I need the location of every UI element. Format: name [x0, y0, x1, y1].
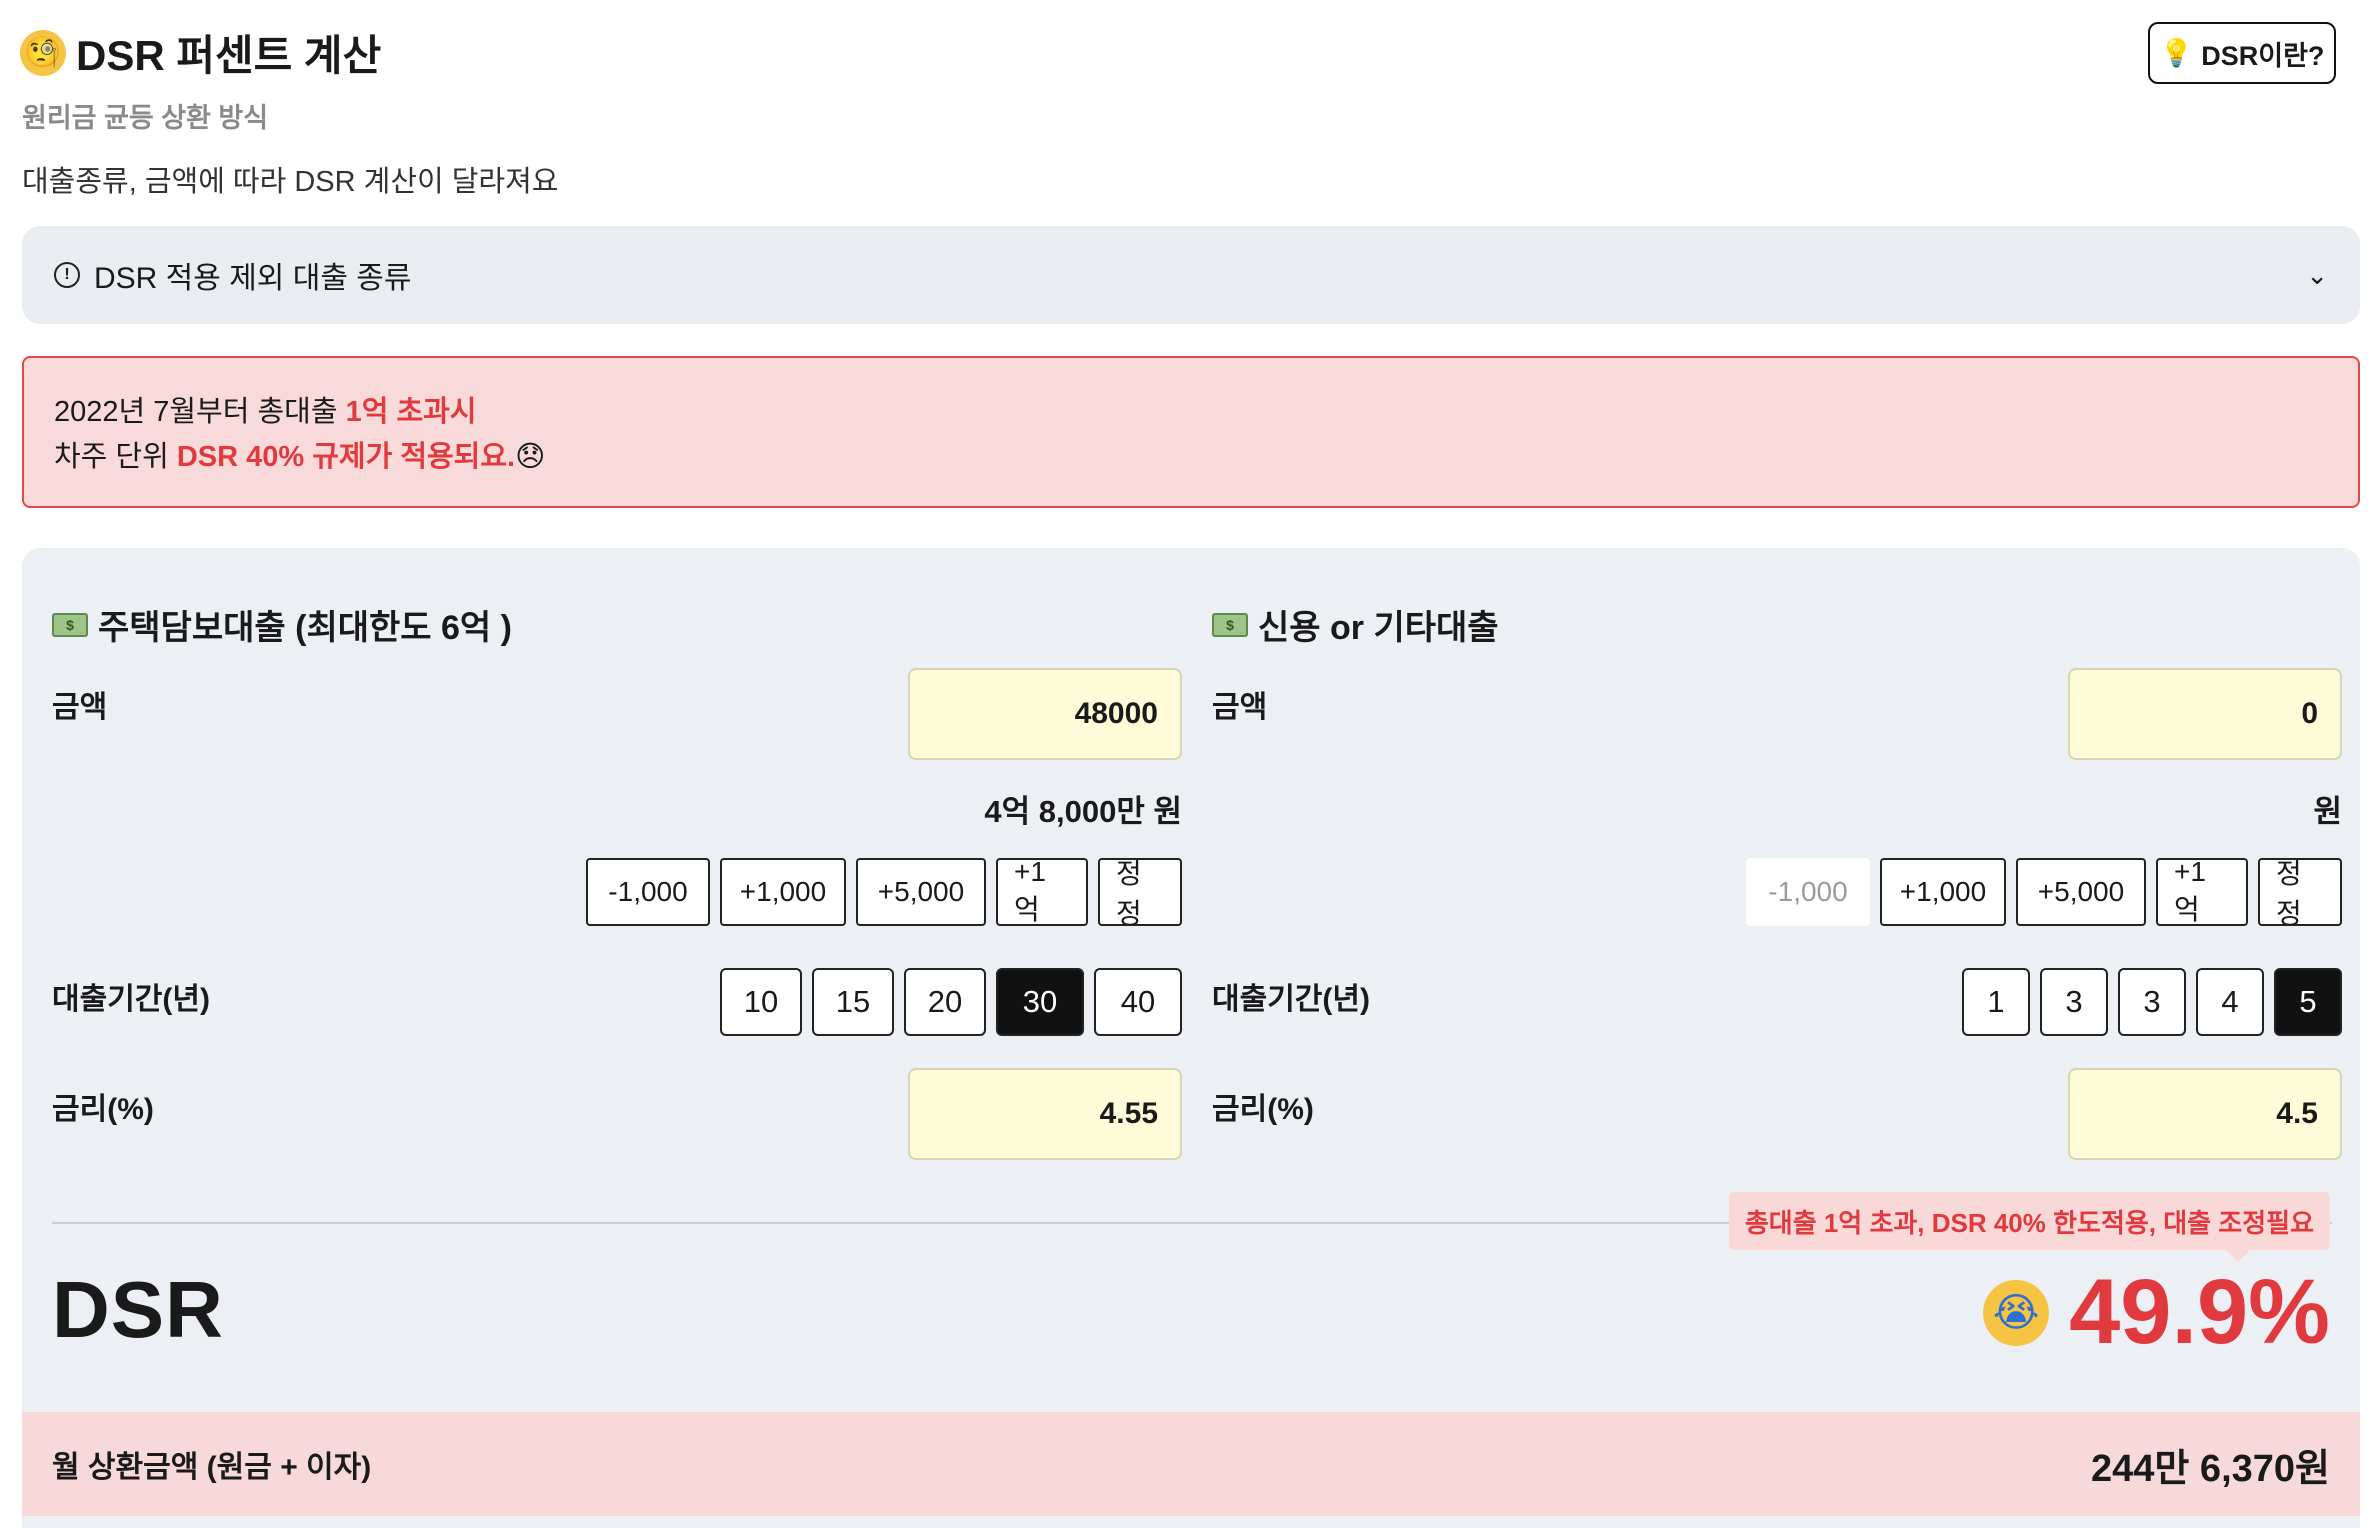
dsr-warning-tooltip: 총대출 1억 초과, DSR 40% 한도적용, 대출 조정필요 — [1728, 1192, 2330, 1262]
calculator-panel: $ 주택담보대출 (최대한도 6억 ) 금액 48000 4억 8,000만 원… — [22, 548, 2360, 1528]
reset-button[interactable]: 정정 — [1098, 858, 1182, 929]
mortgage-term-buttons: 10 15 20 30 40 — [720, 968, 1182, 1036]
term-4-button[interactable]: 4 — [2196, 968, 2264, 1036]
mortgage-adjust-buttons: -1,000 +1,000 +5,000 +1억 정정 — [586, 856, 1182, 929]
mortgage-title-text: 주택담보대출 (최대한도 6억 ) — [98, 609, 512, 647]
what-is-dsr-button[interactable]: 💡 DSR이란? — [2148, 22, 2336, 84]
dollar-bill-icon: $ — [52, 612, 88, 637]
mortgage-amount-label: 금액 — [52, 691, 108, 724]
monthly-payment-label: 월 상환금액 (원금 + 이자) — [52, 1451, 372, 1484]
plus-1000-button[interactable]: +1,000 — [1880, 858, 2006, 926]
dsr-label: DSR — [52, 1265, 224, 1354]
credit-amount-input[interactable]: 0 — [2068, 668, 2342, 760]
chevron-down-icon: ⌄ — [2306, 259, 2328, 290]
lightbulb-icon: 💡 — [2159, 38, 2194, 68]
credit-rate-label: 금리(%) — [1212, 1093, 1314, 1126]
term-15-button[interactable]: 15 — [812, 968, 894, 1036]
notice-line-2-highlight: DSR 40% 규제가 적용되요. — [176, 441, 516, 473]
notice-line-2: 차주 단위 DSR 40% 규제가 적용되요.😞 — [54, 435, 2328, 480]
mortgage-amount-input[interactable]: 48000 — [908, 668, 1182, 760]
plus-100m-button[interactable]: +1억 — [2156, 856, 2248, 926]
plus-100m-button[interactable]: +1억 — [996, 856, 1088, 926]
page-subtitle: 원리금 균등 상환 방식 — [22, 103, 269, 133]
mortgage-term-label: 대출기간(년) — [52, 983, 210, 1016]
notice-line-1-highlight: 1억 초과시 — [345, 396, 477, 428]
dsr-result: 😭 49.9% — [1983, 1260, 2330, 1365]
page-title: 🧐 DSR 퍼센트 계산 — [20, 22, 381, 83]
credit-adjust-buttons: -1,000 +1,000 +5,000 +1억 정정 — [1746, 856, 2342, 929]
term-30-button[interactable]: 30 — [996, 968, 1084, 1036]
mortgage-rate-input[interactable]: 4.55 — [908, 1068, 1182, 1160]
disappointed-face-icon: 😞 — [515, 441, 546, 473]
term-3-button[interactable]: 3 — [2040, 968, 2108, 1036]
thinking-face-icon: 🧐 — [20, 29, 66, 76]
term-10-button[interactable]: 10 — [720, 968, 802, 1036]
term-20-button[interactable]: 20 — [904, 968, 986, 1036]
term-5-button[interactable]: 5 — [2274, 968, 2342, 1036]
monthly-payment-row: 월 상환금액 (원금 + 이자) 244만 6,370원 — [22, 1412, 2360, 1516]
term-3-button[interactable]: 3 — [2118, 968, 2186, 1036]
notice-line-1: 2022년 7월부터 총대출 1억 초과시 — [54, 390, 2328, 435]
minus-1000-button[interactable]: -1,000 — [1746, 858, 1870, 926]
reset-button[interactable]: 정정 — [2258, 858, 2342, 929]
mortgage-section: $ 주택담보대출 (최대한도 6억 ) 금액 48000 4억 8,000만 원… — [52, 548, 1182, 1160]
accordion-label: DSR 적용 제외 대출 종류 — [94, 262, 412, 295]
notice-line-1-text: 2022년 7월부터 총대출 — [54, 396, 346, 428]
mortgage-rate-label: 금리(%) — [52, 1093, 154, 1126]
plus-5000-button[interactable]: +5,000 — [2016, 858, 2146, 926]
what-is-dsr-label: DSR이란? — [2201, 40, 2325, 71]
credit-title-text: 신용 or 기타대출 — [1258, 609, 1499, 647]
monthly-payment-value: 244만 6,370원 — [2091, 1447, 2330, 1490]
dsr-percentage: 49.9% — [2069, 1261, 2330, 1363]
credit-amount-text: 원 — [2313, 794, 2342, 829]
regulation-notice: 2022년 7월부터 총대출 1억 초과시 차주 단위 DSR 40% 규제가 … — [22, 356, 2360, 508]
mortgage-amount-text: 4억 8,000만 원 — [984, 794, 1182, 829]
credit-section: $ 신용 or 기타대출 금액 0 원 -1,000 +1,000 +5,000… — [1212, 548, 2342, 1160]
credit-rate-input[interactable]: 4.5 — [2068, 1068, 2342, 1160]
plus-1000-button[interactable]: +1,000 — [720, 858, 846, 926]
credit-term-label: 대출기간(년) — [1212, 983, 1370, 1016]
crying-face-icon: 😭 — [1983, 1279, 2050, 1346]
result-divider — [52, 1222, 2332, 1224]
credit-term-buttons: 1 3 3 4 5 — [1962, 968, 2342, 1036]
mortgage-title: $ 주택담보대출 (최대한도 6억 ) — [52, 600, 512, 649]
page-description: 대출종류, 금액에 따라 DSR 계산이 달라져요 — [22, 166, 559, 198]
notice-line-2-text: 차주 단위 — [54, 441, 177, 473]
dollar-bill-icon: $ — [1212, 612, 1248, 637]
credit-title: $ 신용 or 기타대출 — [1212, 600, 1499, 649]
alert-circle-icon: ! — [54, 262, 80, 288]
term-1-button[interactable]: 1 — [1962, 968, 2030, 1036]
minus-1000-button[interactable]: -1,000 — [586, 858, 710, 926]
dsr-exempt-loans-accordion[interactable]: ! DSR 적용 제외 대출 종류 ⌄ — [22, 226, 2360, 324]
credit-amount-label: 금액 — [1212, 691, 1268, 724]
page-title-text: DSR 퍼센트 계산 — [76, 32, 382, 79]
plus-5000-button[interactable]: +5,000 — [856, 858, 986, 926]
term-40-button[interactable]: 40 — [1094, 968, 1182, 1036]
